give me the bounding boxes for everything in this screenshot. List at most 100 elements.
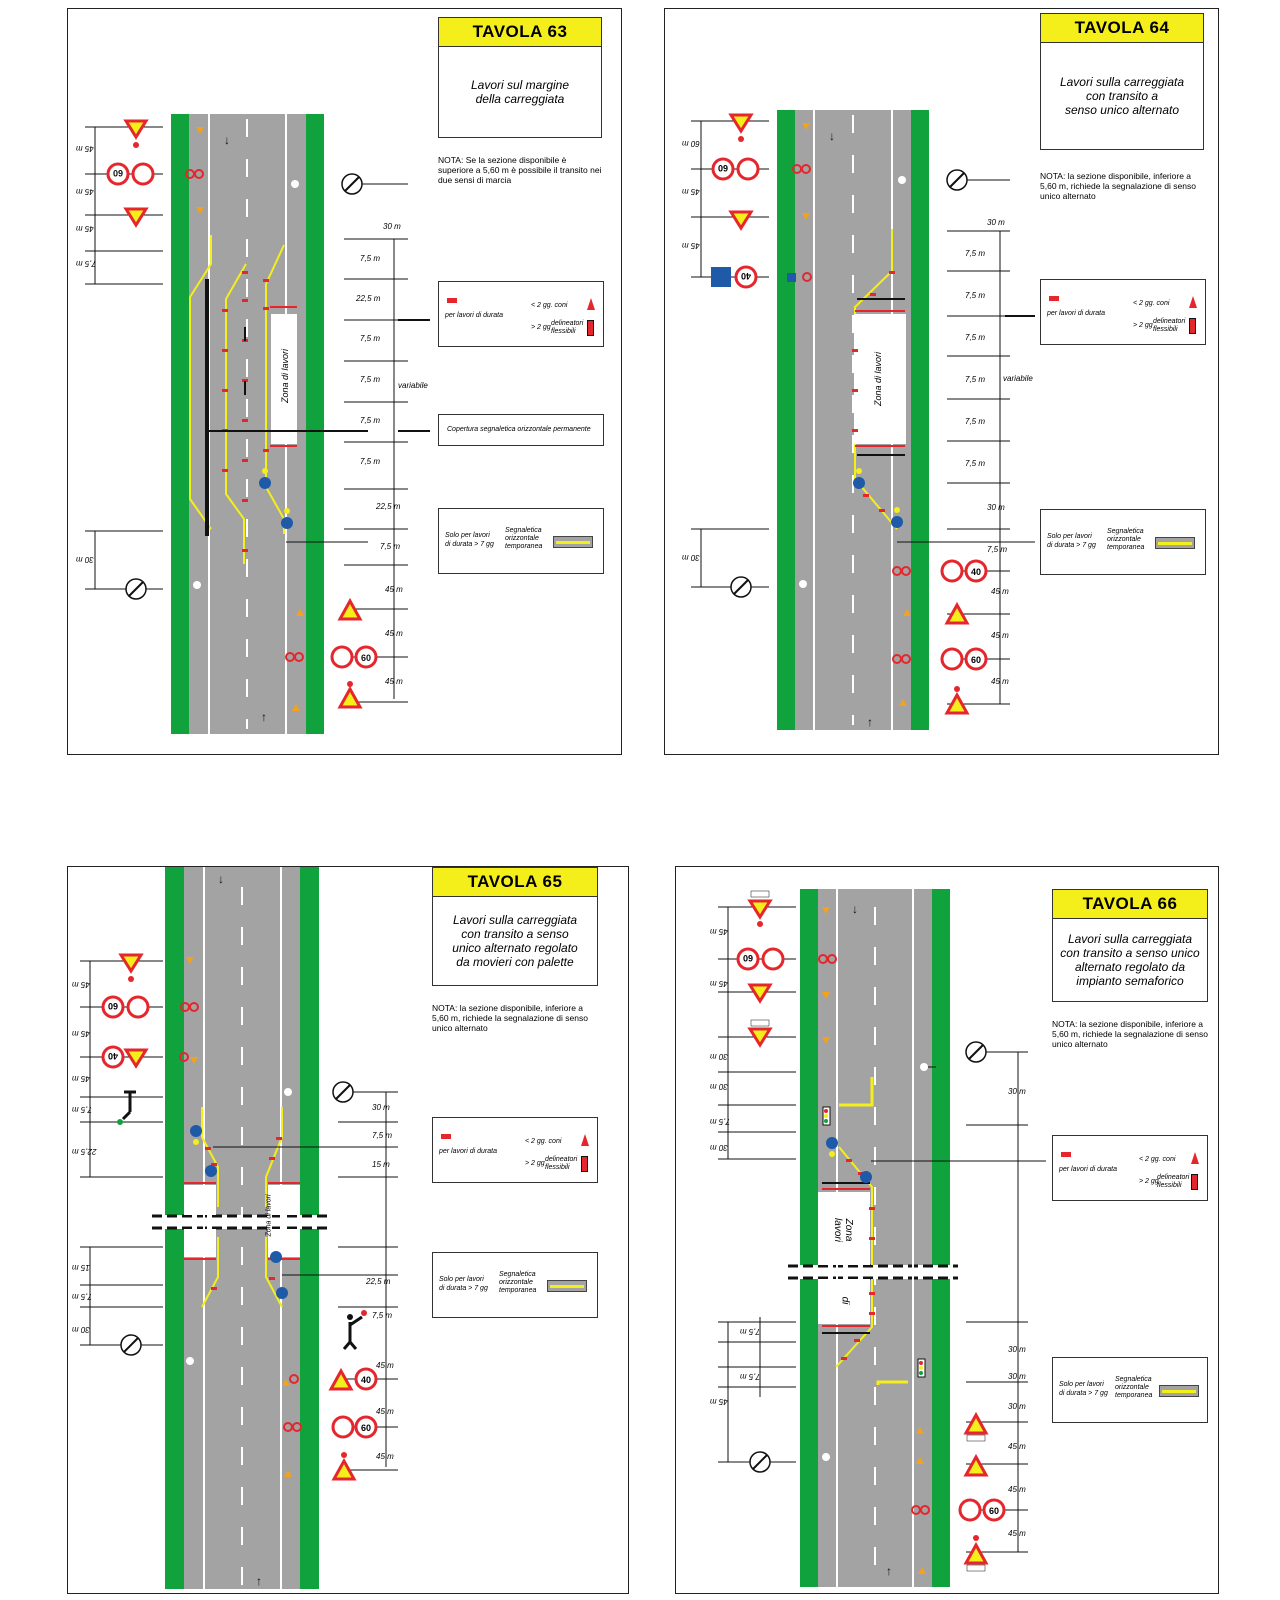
description-tavola-63: Lavori sul margine della carreggiata <box>438 46 602 138</box>
work-zone-label-64: Zona di lavori <box>873 351 884 407</box>
right-dist-66-5: 45 m <box>1008 1485 1026 1494</box>
legend-temp-desc-66: Segnaletica orizzontale temporanea <box>1115 1376 1153 1399</box>
right-dist-66-3: 30 m <box>1008 1402 1026 1411</box>
left-dist-66-6: 7,5 m <box>740 1327 761 1336</box>
right-dist-65-0: 30 m <box>372 1103 390 1112</box>
legend-long-desc-64: delineatori flessibili <box>1153 318 1186 333</box>
work-zone-label-63: Zona di lavori <box>280 348 291 404</box>
right-dist-63-8: 7,5 m <box>380 542 401 551</box>
cone-icon <box>1189 296 1197 308</box>
roadworks-sign <box>337 685 363 709</box>
legend-long-65: > 2 gg <box>525 1160 545 1167</box>
right-dist-65-5: 45 m <box>376 1361 394 1370</box>
left-dist-66-0: 45 m <box>710 927 728 936</box>
legend-temp-only-65: Solo per lavori di durata > 7 gg <box>439 1276 488 1292</box>
road-diagram-64: ↓ ↑ 60 40 <box>691 110 1035 730</box>
svg-text:↑: ↑ <box>256 1574 262 1588</box>
legend-cones-63: per lavori di durata < 2 gg. coni > 2 gg… <box>438 281 604 347</box>
right-dist-64-9: 45 m <box>991 587 1009 596</box>
right-dist-65-3: 22,5 m <box>366 1277 391 1286</box>
legend-temp-only-64: Solo per lavori di durata > 7 gg <box>1047 533 1096 549</box>
legend-cones-66: per lavori di durata < 2 gg. coni > 2 gg… <box>1052 1135 1208 1201</box>
left-dist-65-3: 7,5 m <box>72 1105 93 1114</box>
legend-temp-only-66: Solo per lavori di durata > 7 gg <box>1059 1381 1108 1397</box>
svg-text:↑: ↑ <box>867 715 873 729</box>
work-zone-label-65: Zona di lavori <box>265 1194 273 1237</box>
left-dist-65-0: 45 m <box>72 980 90 989</box>
temp-marking-swatch <box>553 536 593 548</box>
right-dist-63-2: 22,5 m <box>356 294 381 303</box>
nota-tavola-64: NOTA: la sezione disponibile, inferiore … <box>1040 171 1196 201</box>
right-dist-64-10: 45 m <box>991 631 1009 640</box>
road-diagram-63: ↓ ↑ 60 <box>85 114 430 734</box>
delineator-icon <box>1191 1174 1198 1190</box>
legend-short-65: < 2 gg. coni <box>525 1138 562 1145</box>
right-dist-64-11: 45 m <box>991 677 1009 686</box>
left-dist-66-2: 30 m <box>710 1052 728 1061</box>
legend-long-64: > 2 gg <box>1133 322 1153 329</box>
speed-value-64d: 60 <box>971 655 981 665</box>
right-dist-65-7: 45 m <box>376 1452 394 1461</box>
speed-value-65d: 60 <box>361 1423 371 1433</box>
legend-temp-66: Solo per lavori di durata > 7 gg Segnale… <box>1052 1357 1208 1423</box>
nota-tavola-63: NOTA: Se la sezione disponibile è superi… <box>438 155 602 185</box>
right-dist-66-6: 45 m <box>1008 1529 1026 1538</box>
variabile-64: variabile <box>1003 374 1033 383</box>
right-dist-64-3: 7,5 m <box>965 333 986 342</box>
lane-narrow-warning <box>337 597 363 621</box>
svg-text:↑: ↑ <box>261 710 267 724</box>
left-dist-64-2: 45 m <box>682 241 700 250</box>
right-dist-66-1: 30 m <box>1008 1345 1026 1354</box>
right-dist-64-0: 30 m <box>987 218 1005 227</box>
delineator-icon <box>1189 318 1196 334</box>
left-dist-66-7: 7,5 m <box>740 1372 761 1381</box>
left-dist-65-7: 30 m <box>72 1325 90 1334</box>
panel-tavola-64: TAVOLA 64 Lavori sulla carreggiata con t… <box>664 8 1219 755</box>
right-dist-64-6: 7,5 m <box>965 459 986 468</box>
legend-long-desc-66: delineatori flessibili <box>1157 1174 1190 1189</box>
legend-long-desc: delineatori flessibili <box>551 320 584 335</box>
legend-cover-63: Copertura segnaletica orizzontale perman… <box>438 414 604 446</box>
legend-temp-desc-64: Segnaletica orizzontale temporanea <box>1107 528 1145 551</box>
legend-period: per lavori di durata <box>445 312 503 319</box>
speed-value-a: 60 <box>113 168 123 178</box>
legend-cones-65: per lavori di durata < 2 gg. coni > 2 gg… <box>432 1117 598 1183</box>
legend-long: > 2 gg <box>531 324 551 331</box>
legend-temp-desc: Segnaletica orizzontale temporanea <box>505 527 543 550</box>
legend-short-64: < 2 gg. coni <box>1133 300 1170 307</box>
temp-marking-swatch <box>1159 1385 1199 1397</box>
left-dist-65-2: 45 m <box>72 1074 90 1083</box>
no-overtaking-sign-a <box>131 162 155 186</box>
legend-temp-desc-65: Segnaletica orizzontale temporanea <box>499 1271 537 1294</box>
left-dist-65-1: 45 m <box>72 1029 90 1038</box>
speed-value-b: 60 <box>361 653 371 663</box>
speed-value-64a: 60 <box>718 163 728 173</box>
delineator-icon <box>587 320 594 336</box>
legend-long-desc-65: delineatori flessibili <box>545 1156 578 1171</box>
svg-text:↓: ↓ <box>829 129 835 143</box>
variabile-63: variabile <box>398 381 428 390</box>
legend-short: < 2 gg. coni <box>531 302 568 309</box>
right-dist-63-0: 30 m <box>383 222 401 231</box>
svg-text:↓: ↓ <box>852 902 858 916</box>
temp-marking-swatch <box>1155 537 1195 549</box>
nota-tavola-65: NOTA: la sezione disponibile, inferiore … <box>432 1003 588 1033</box>
right-verge <box>306 114 324 734</box>
left-dist-64-3: 30 m <box>682 553 700 562</box>
legend-temp-63: Solo per lavori di durata > 7 gg Segnale… <box>438 508 604 574</box>
right-dist-63-9: 45 m <box>385 585 403 594</box>
left-dist-63-1: 45 m <box>76 187 94 196</box>
cone-icon <box>581 1134 589 1146</box>
temp-marking-swatch <box>547 1280 587 1292</box>
left-dist-63-4: 30 m <box>76 555 94 564</box>
legend-period-65: per lavori di durata <box>439 1148 497 1155</box>
speed-value-65c: 40 <box>361 1375 371 1385</box>
legend-period-64: per lavori di durata <box>1047 310 1105 317</box>
right-dist-63-11: 45 m <box>385 677 403 686</box>
lane-narrow-sign-a <box>123 207 149 228</box>
legend-long-66: > 2 gg <box>1139 1178 1159 1185</box>
left-dist-64-0: 60 m <box>682 139 700 148</box>
speed-limit-60-a <box>106 162 130 186</box>
left-dist-65-4: 22,5 m <box>72 1147 97 1156</box>
speed-value-66b: 60 <box>989 1506 999 1516</box>
